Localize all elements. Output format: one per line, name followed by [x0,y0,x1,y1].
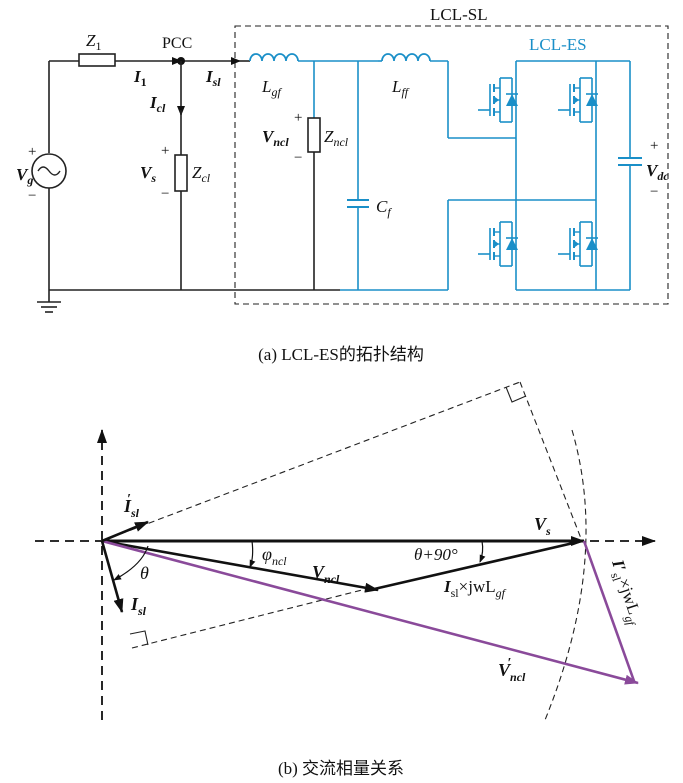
svg-text:−: − [650,184,658,200]
isl-jwlgf-phasor [369,539,583,592]
isl-jwlgf-label: Isl×jwLgf [443,577,507,600]
svg-text:−: − [28,188,36,204]
isl-prime-phasor [101,520,149,543]
isl-label: Isl [205,67,221,89]
phasor-b: Isl′ Isl θ φncl Vncl Vs θ+90° Isl×jwLgf … [35,381,656,778]
z1-impedance [78,53,116,67]
svg-text:−: − [294,150,302,166]
caption-b: (b) 交流相量关系 [278,759,404,778]
phi-arc [249,540,256,568]
isl-label: Isl [130,594,147,618]
switch-s1-icon [477,77,519,123]
switch-s4-icon [557,221,599,267]
phi-ncl-label: φncl [262,544,287,568]
i1-label: I1 [133,67,147,89]
vs-label: Vs [140,163,156,185]
switch-s3-icon [557,77,599,123]
caption-a: (a) LCL-ES的拓扑结构 [258,345,424,364]
lff-inductor-icon [381,53,431,62]
zcl-impedance [174,154,188,192]
theta90-arc [479,540,486,563]
svg-text:+: + [650,138,658,154]
zncl-label: Zncl [324,127,349,149]
theta-plus-90-label: θ+90° [414,545,458,564]
pcc-label: PCC [162,35,192,52]
svg-text:+: + [28,144,36,160]
svg-text:−: − [161,186,169,202]
vncl-label: Vncl [312,562,340,586]
lgf-label: Lgf [261,77,282,99]
svg-text:+: + [161,143,169,159]
theta-arc [113,545,149,581]
vs-label: Vs [534,514,551,538]
lgf-inductor-icon [249,53,299,62]
vncl-phasor [101,539,379,593]
switch-s2-icon [477,221,519,267]
vncl-label: Vncl [262,127,289,149]
lcl-sl-box [234,25,669,305]
isl-prime-label: Isl′ [123,492,140,520]
lcl-sl-label: LCL-SL [430,5,488,24]
lff-label: Lff [391,77,410,99]
vg-label: Vg [16,165,33,187]
z1-label: Z1 [86,31,101,53]
icl-label: Icl [149,93,166,115]
svg-text:+: + [294,110,302,126]
vncl-prime-phasor [101,539,639,685]
vdc-label: Vdc [646,161,669,183]
lcl-es-label: LCL-ES [529,35,587,54]
zncl-impedance [307,117,321,153]
theta-label: θ [140,563,149,583]
zcl-label: Zcl [192,163,211,185]
circuit-a: LCL-SL [16,5,669,364]
isl-phasor [100,540,124,613]
cf-label: Cf [376,197,392,219]
vncl-prime-label: Vncl′ [498,656,526,684]
isl-prime-jwlgf-phasor [582,540,636,682]
